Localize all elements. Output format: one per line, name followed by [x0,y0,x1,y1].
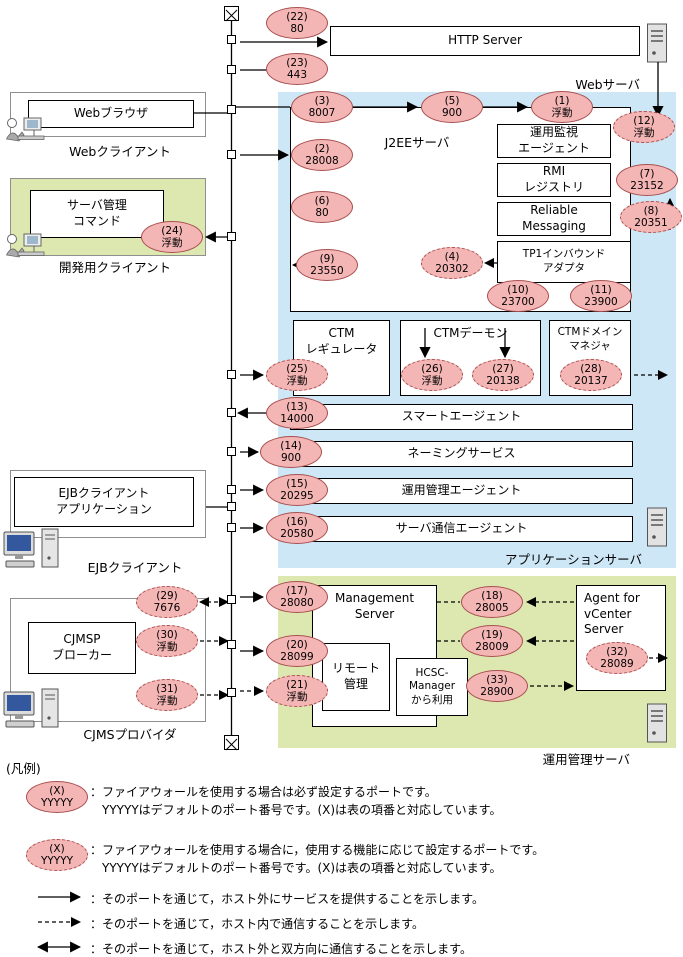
legend-dashed-port-icon: (X) YYYYY [26,839,88,871]
mgmt-agent-box: 運用管理エージェント [290,478,633,504]
web-client-label: Webクライアント [69,144,171,159]
http-server-box: HTTP Server [330,26,640,56]
remote-mgmt-box: リモート 管理 [322,643,390,711]
firewall-endpoint-bottom-icon [224,735,239,751]
port-9: (9)23550 [296,249,358,281]
port-29: (29)7676 [136,586,198,618]
port-25: (25)浮動 [266,359,328,391]
port-10: (10)23700 [487,280,549,312]
port-32: (32)28089 [586,642,648,674]
legend-solid-arrow-desc: ：そのポートを通じて，ホスト外にサービスを提供することを示します。 [90,892,484,906]
port-23: (23)443 [266,53,328,85]
ejb-client-label: EJBクライアント [87,560,183,575]
rmi-registry-box: RMI レジストリ [497,163,611,197]
port-11: (11)23900 [570,280,632,312]
cjms-provider-computer-icon [2,688,60,738]
port-8: (8)20351 [620,201,682,233]
port-30: (30)浮動 [136,625,198,657]
port-27: (27)20138 [472,359,534,391]
reliable-messaging-box: Reliable Messaging [497,202,611,236]
web-browser-box: Webブラウザ [28,100,194,128]
firewall-junction [227,232,236,241]
management-server-label: 運用管理サーバ [542,752,630,767]
ejb-client-app-box: EJBクライアント アプリケーション [14,477,194,527]
port-14: (14)900 [260,436,322,468]
legend-solid-port-desc: ：ファイアウォールを使用する場合は必ず設定するポートです。 YYYYYはデフォル… [90,785,502,817]
firewall-junction [227,150,236,159]
management-server-tower-icon [645,702,669,748]
dev-client-label: 開発用クライアント [58,260,171,275]
legend-bidir-arrow-desc: ：そのポートを通じて，ホスト外と双方向に通信することを示します。 [90,942,472,956]
firewall-junction [227,105,236,114]
port-19: (19)28009 [461,625,523,657]
cjms-provider-label: CJMSプロバイダ [83,727,177,742]
firewall-junction [227,688,236,697]
tp1-inbound-adapter-box: TP1インバウンド アダプタ [497,241,631,283]
firewall-junction [227,370,236,379]
firewall-junction [227,640,236,649]
application-server-label: アプリケーションサーバ [504,552,642,567]
legend-dashed-port-desc: ：ファイアウォールを使用する場合に，使用する機能に応じて設定するポートです。 Y… [90,843,545,875]
port-17: (17)28080 [266,581,328,613]
firewall-junction [227,595,236,604]
firewall-junction [227,447,236,456]
firewall-junction [227,502,236,511]
legend-arrows [36,891,82,953]
firewall-junction [227,35,236,44]
ejb-client-computer-icon [2,528,60,578]
port-33: (33)28900 [466,670,528,702]
cjmsp-broker-box: CJMSP ブローカー [28,622,136,674]
port-7: (7)23152 [616,164,678,196]
port-28: (28)20137 [560,359,622,391]
port-5: (5)900 [421,91,483,123]
hcsc-manager-box: HCSC- Manager から利用 [396,658,468,716]
firewall-junction [227,408,236,417]
web-server-label: Webサーバ [575,77,640,92]
port-15: (15)20295 [266,474,328,506]
port-16: (16)20580 [266,512,328,544]
port-31: (31)浮動 [136,679,198,711]
port-22: (22)80 [266,7,328,39]
port-18: (18)28005 [461,586,523,618]
web-client-user-icon [4,112,48,154]
port-4: (4)20302 [421,247,483,279]
application-server-tower-icon [645,506,669,552]
legend-solid-port-icon: (X) YYYYY [26,781,88,813]
port-1: (1)浮動 [531,91,593,123]
server-mgmt-cmd-box: サーバ管理 コマンド [30,190,164,238]
smart-agent-box: スマートエージェント [290,404,633,430]
port-13: (13)14000 [266,397,328,429]
j2ee-server-label: J2EEサーバ [384,135,450,150]
dev-client-user-icon [4,228,48,270]
port-20: (20)28099 [266,635,328,667]
naming-service-box: ネーミングサービス [290,441,633,467]
web-server-tower-icon [645,22,669,68]
port-2: (2)28008 [291,139,353,171]
server-comm-agent-box: サーバ通信エージェント [290,516,633,542]
agent-for-vcenter-box: Agent for vCenter Server [576,585,666,691]
firewall-junction [227,65,236,74]
legend-dashed-arrow-desc: ：そのポートを通じて，ホスト内で通信することを示します。 [90,917,424,931]
port-6: (6)80 [291,191,353,223]
monitor-agent-box: 運用監視 エージェント [497,124,611,158]
firewall-junction [227,523,236,532]
firewall-junction [227,485,236,494]
legend-heading: (凡例) [6,761,41,776]
port-24: (24)浮動 [141,221,203,253]
firewall-endpoint-top-icon [224,6,239,22]
port-26: (26)浮動 [401,359,463,391]
port-3: (3)8007 [291,91,353,123]
port-12: (12)浮動 [613,111,675,143]
port-21: (21)浮動 [266,675,328,707]
